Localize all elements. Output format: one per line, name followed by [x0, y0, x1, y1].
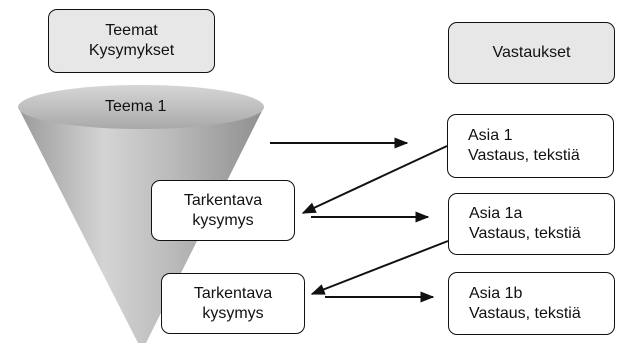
answer-1b-topic: Asia 1b: [469, 284, 523, 302]
answer-box-1: Asia 1 Vastaus, tekstiä: [447, 114, 614, 178]
answer-1a-topic: Asia 1a: [469, 205, 523, 222]
arrow-answer-1a-to-question-2: [310, 240, 449, 295]
follow-up-question-1-line1: Tarkentava: [183, 191, 263, 209]
follow-up-question-2: Tarkentava kysymys: [161, 273, 305, 334]
answer-1-topic: Asia 1: [468, 127, 513, 144]
answer-1b-text: Vastaus, tekstiä: [469, 304, 581, 322]
answers-label: Vastaukset: [492, 44, 571, 61]
answer-box-1a: Asia 1a Vastaus, tekstiä: [448, 193, 615, 255]
follow-up-question-2-line1: Tarkentava: [193, 284, 273, 302]
answer-1a-text: Vastaus, tekstiä: [469, 225, 581, 242]
answer-box-1b: Asia 1b Vastaus, tekstiä: [448, 272, 615, 335]
answers-header: Vastaukset: [448, 22, 615, 84]
themes-questions-header: Teemat Kysymykset: [48, 9, 215, 73]
follow-up-question-1-line2: kysymys: [192, 211, 254, 229]
funnel-rim: [18, 85, 264, 129]
answer-1-text: Vastaus, tekstiä: [468, 147, 580, 164]
questions-label: Kysymykset: [88, 42, 175, 59]
funnel-cone: [18, 107, 264, 343]
theme-1-label: Teema 1: [105, 98, 167, 115]
themes-label: Teemat: [105, 22, 158, 39]
follow-up-question-1: Tarkentava kysymys: [151, 180, 295, 241]
follow-up-question-2-line2: kysymys: [202, 304, 264, 322]
arrow-answer-1-to-question-1: [301, 145, 448, 214]
